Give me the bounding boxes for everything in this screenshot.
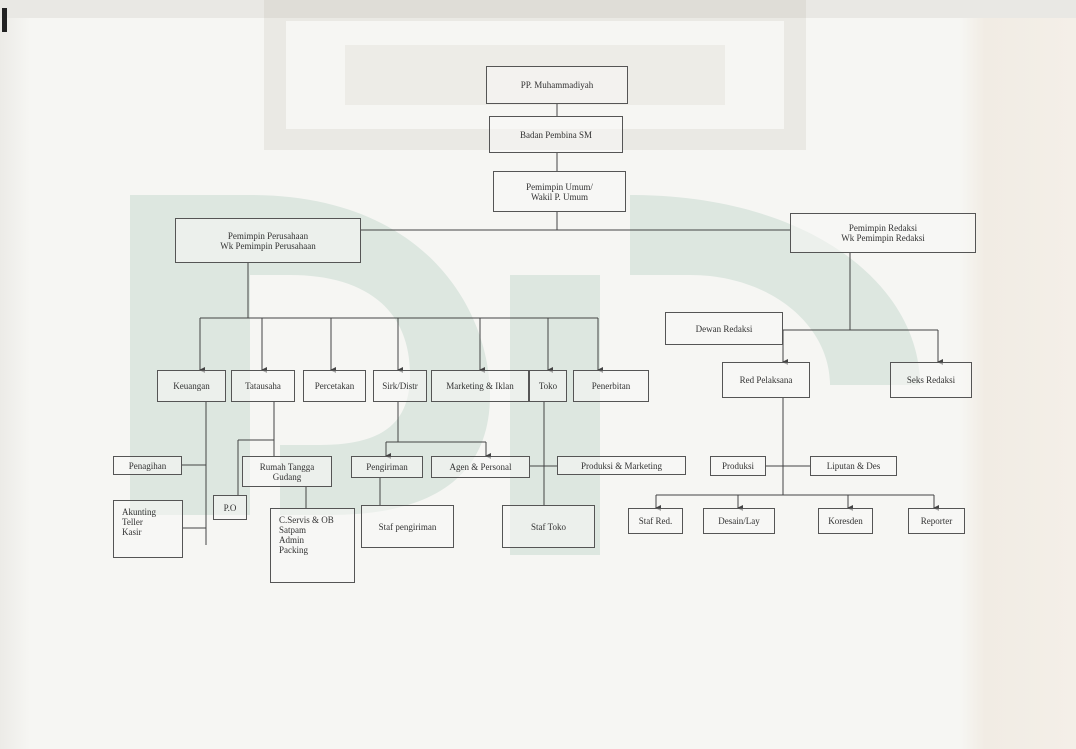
org-node-staf-red: Staf Red. xyxy=(628,508,683,534)
org-node-produksi-marketing: Produksi & Marketing xyxy=(557,456,686,475)
org-node-sirkulasi: Sirk/Distr xyxy=(373,370,427,402)
org-node-marketing-iklan: Marketing & Iklan xyxy=(431,370,529,402)
org-node-red-pelaksana: Red Pelaksana xyxy=(722,362,810,398)
org-node-akunting: Akunting Teller Kasir xyxy=(113,500,183,558)
org-node-keuangan: Keuangan xyxy=(157,370,226,402)
org-node-pp: PP. Muhammadiyah xyxy=(486,66,628,104)
org-node-desain: Desain/Lay xyxy=(703,508,775,534)
org-node-staf-pengiriman: Staf pengiriman xyxy=(361,505,454,548)
scan-corner-mark xyxy=(2,8,7,32)
org-node-badan: Badan Pembina SM xyxy=(489,116,623,153)
org-node-staf-toko: Staf Toko xyxy=(502,505,595,548)
org-node-seks-redaksi: Seks Redaksi xyxy=(890,362,972,398)
org-node-liputan: Liputan & Des xyxy=(810,456,897,476)
org-node-koresponden: Koresden xyxy=(818,508,873,534)
org-node-pemimpin-perusahaan: Pemimpin Perusahaan Wk Pemimpin Perusaha… xyxy=(175,218,361,263)
scan-top-edge xyxy=(0,0,1076,18)
org-node-cservis: C.Servis & OB Satpam Admin Packing xyxy=(270,508,355,583)
org-node-pengiriman: Pengiriman xyxy=(351,456,423,478)
org-node-rumah-tangga: Rumah Tangga Gudang xyxy=(242,456,332,487)
org-node-agen-personal: Agen & Personal xyxy=(431,456,530,478)
org-node-tatausaha: Tatausaha xyxy=(231,370,295,402)
org-node-pemimpin-umum: Pemimpin Umum/ Wakil P. Umum xyxy=(493,171,626,212)
org-node-penagihan: Penagihan xyxy=(113,456,182,475)
org-node-dewan-redaksi: Dewan Redaksi xyxy=(665,312,783,345)
org-node-po: P.O xyxy=(213,495,247,520)
org-node-percetakan: Percetakan xyxy=(303,370,366,402)
org-node-produksi: Produksi xyxy=(710,456,766,476)
org-node-reporter: Reporter xyxy=(908,508,965,534)
org-node-toko: Toko xyxy=(529,370,567,402)
org-node-penerbitan: Penerbitan xyxy=(573,370,649,402)
org-node-pemimpin-redaksi: Pemimpin Redaksi Wk Pemimpin Redaksi xyxy=(790,213,976,253)
